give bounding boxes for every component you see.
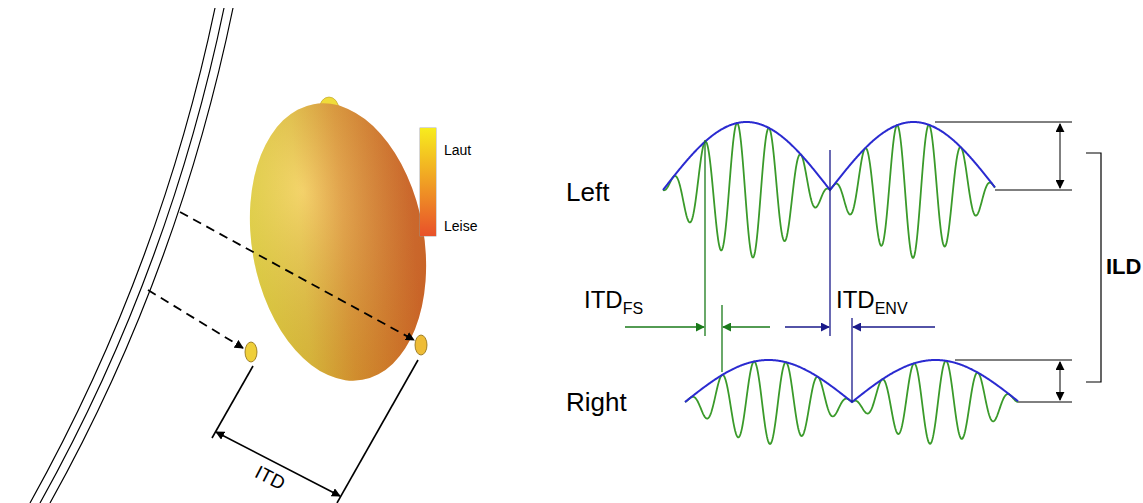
ild-label: ILD bbox=[1106, 254, 1141, 279]
legend-text: Leise bbox=[444, 218, 477, 234]
channel-label: Right bbox=[566, 388, 627, 418]
itd-markers bbox=[625, 140, 935, 402]
dimension-line bbox=[212, 360, 418, 503]
legend-swatch bbox=[420, 182, 436, 236]
ild-markers bbox=[935, 122, 1101, 402]
envelope bbox=[663, 122, 995, 190]
carrier-wave bbox=[663, 123, 995, 258]
dimension-label: ITD bbox=[584, 286, 623, 314]
legend-swatch bbox=[420, 128, 436, 182]
head bbox=[229, 89, 447, 395]
colorbar-frame bbox=[420, 128, 436, 236]
channel-label: Left bbox=[566, 178, 609, 208]
dimension-label: ITD bbox=[836, 286, 875, 314]
dimension-label: ENV bbox=[875, 300, 908, 318]
sound-ray bbox=[148, 212, 414, 348]
wavefront bbox=[30, 8, 233, 503]
dimension-label: FS bbox=[623, 300, 643, 318]
waveforms bbox=[663, 122, 1018, 444]
legend-text: Laut bbox=[444, 142, 471, 158]
